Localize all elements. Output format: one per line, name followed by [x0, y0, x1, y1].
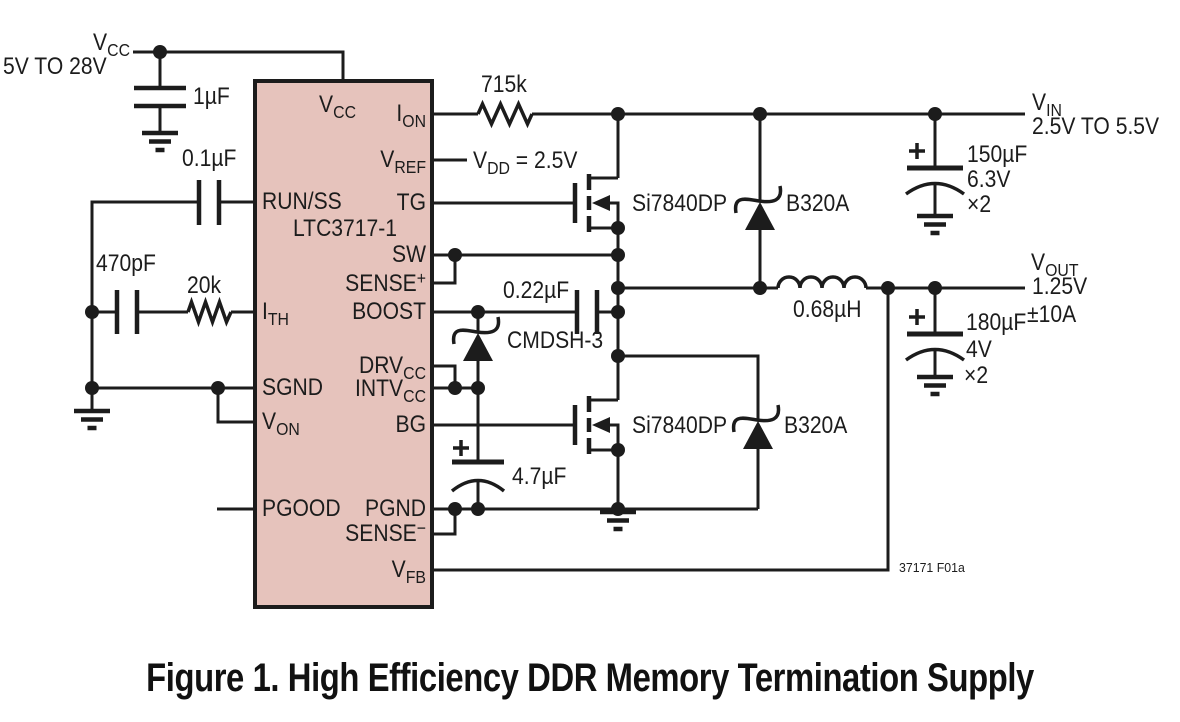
rail-vin-label: VIN — [1032, 89, 1062, 120]
diode-top-b320a — [733, 184, 783, 232]
plus-sign — [907, 141, 927, 161]
ground-symbol — [142, 133, 178, 150]
vdd-reference-label: VDD = 2.5V — [473, 147, 577, 178]
rail-vin-range: 2.5V TO 5.5V — [1032, 113, 1159, 140]
ground-symbol — [74, 411, 110, 428]
rail-vout-voltage: 1.25V — [1032, 273, 1087, 300]
diode-bottom-b320a — [731, 403, 781, 451]
ground-symbol — [917, 216, 953, 233]
label-res-715k: 715k — [481, 71, 527, 98]
pin-label-ion: ION — [396, 100, 426, 131]
rail-vcc-range: 5V TO 28V — [3, 53, 107, 80]
wires — [90, 50, 1025, 572]
label-mosfet-bottom: Si7840DP — [632, 412, 727, 439]
resistor-20k — [186, 296, 233, 328]
pin-label-tg: TG — [397, 189, 426, 216]
pin-label-vref: VREF — [380, 146, 426, 177]
resistor-715k — [476, 99, 534, 129]
pin-label-sense-minus: SENSE− — [345, 518, 426, 546]
pin-label-sw: SW — [392, 241, 427, 268]
pin-label-sgnd: SGND — [262, 374, 323, 401]
mosfet-bottom-si7840dp — [575, 396, 625, 457]
label-cin-value: 150µF — [967, 141, 1027, 168]
capacitor-1uf — [134, 85, 186, 109]
ic-ltc3717-body — [253, 79, 434, 609]
pin-label-drvcc: DRVCC — [359, 352, 426, 383]
label-cap-0p1uf: 0.1µF — [182, 145, 236, 172]
figure-ref-code: 37171 F01a — [899, 561, 966, 575]
label-cap-4p7uf: 4.7µF — [512, 463, 566, 490]
pin-label-intvcc: INTVCC — [355, 375, 426, 406]
capacitor-4p7uf — [450, 438, 506, 493]
label-diode-cmdsh3: CMDSH-3 — [507, 327, 603, 354]
plus-sign — [451, 438, 471, 458]
plus-sign — [907, 307, 927, 327]
label-inductor: 0.68µH — [793, 296, 861, 323]
rail-vout-current: ±10A — [1027, 301, 1077, 328]
mosfet-top-si7840dp — [575, 174, 625, 235]
label-cap-470pf: 470pF — [96, 250, 156, 277]
label-cout-value: 180µF — [966, 309, 1026, 336]
pin-label-sense-plus: SENSE+ — [345, 268, 426, 296]
capacitor-180uf — [904, 307, 966, 362]
label-cap-0p22uf: 0.22µF — [503, 277, 569, 304]
label-cin-qty: ×2 — [967, 191, 991, 218]
pin-label-pgood: PGOOD — [262, 495, 341, 522]
pin-label-bg: BG — [395, 411, 426, 438]
capacitor-150uf — [904, 141, 966, 196]
ic-part-number: LTC3717-1 — [293, 215, 397, 242]
pin-label-vfb: VFB — [392, 556, 426, 587]
inductor-0p68uh — [776, 275, 868, 289]
pin-label-runss: RUN/SS — [262, 188, 342, 215]
label-cap-1uf: 1µF — [193, 83, 230, 110]
ground-symbol — [917, 377, 953, 394]
pin-label-boost: BOOST — [352, 298, 426, 325]
capacitor-0p1uf — [196, 180, 222, 225]
label-mosfet-top: Si7840DP — [632, 190, 727, 217]
capacitor-0p22uf — [574, 290, 600, 334]
label-diode-bottom: B320A — [784, 412, 848, 439]
label-diode-top: B320A — [786, 190, 850, 217]
rail-vcc-label: VCC — [93, 29, 130, 60]
figure-caption: Figure 1. High Efficiency DDR Memory Ter… — [146, 655, 1035, 700]
pin-label-ith: ITH — [262, 298, 289, 329]
junction-dots — [85, 45, 942, 516]
label-cout-rating: 4V — [966, 336, 992, 363]
label-cout-qty: ×2 — [964, 362, 988, 389]
label-cin-rating: 6.3V — [967, 166, 1010, 193]
pin-label-von: VON — [262, 408, 300, 439]
label-res-20k: 20k — [187, 272, 222, 299]
rail-vout-label: VOUT — [1031, 249, 1079, 280]
diode-cmdsh3 — [451, 315, 501, 363]
pin-label-vcc: VCC — [319, 91, 356, 122]
pin-label-pgnd: PGND — [365, 495, 426, 522]
capacitor-470pf — [114, 290, 140, 334]
